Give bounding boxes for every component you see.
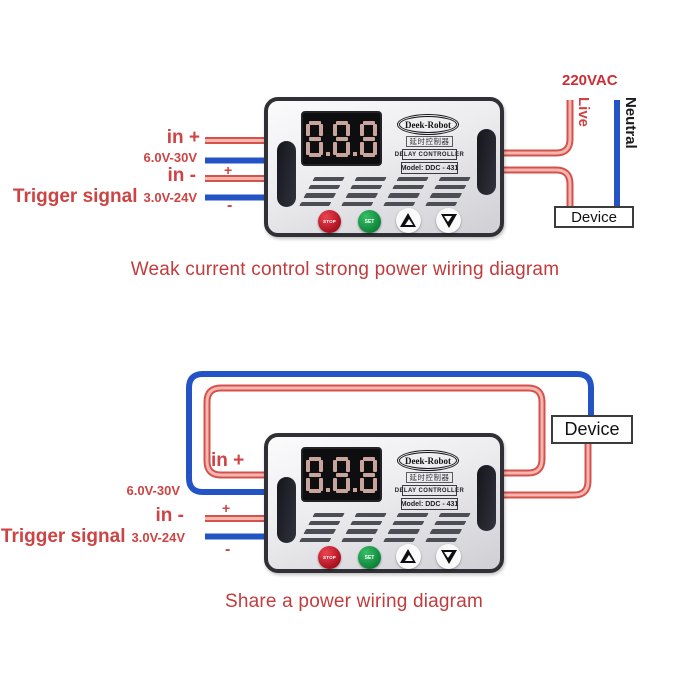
label-supply-range-bottom: 6.0V-30V [126, 483, 181, 498]
brand-chinese-label: 延时控制器 [406, 472, 453, 483]
bottom-diagram-title: Share a power wiring diagram [225, 591, 483, 612]
delay-controller-module-top: Deek-Robot 延时控制器 DELAY CONTROLLER Model:… [264, 97, 504, 237]
stop-button: STOP [318, 210, 341, 233]
terminal-cover-right [477, 129, 496, 195]
plus-mark-bottom: + [222, 500, 231, 516]
stop-button: STOP [318, 546, 341, 569]
label-neutral: Neutral [622, 97, 639, 149]
label-trigger-bottom: Trigger signal [0, 526, 126, 547]
set-button: SET [358, 210, 381, 233]
top-red-wires-core [205, 100, 572, 210]
label-in-minus-top: in - [167, 165, 197, 186]
display-value [303, 449, 380, 500]
label-trigger-row-bottom: Trigger signal 3.0V-24V [1, 526, 186, 548]
label-trigger-row-top: Trigger signal 3.0V-24V [13, 186, 198, 208]
label-trigger-range-bottom: 3.0V-24V [131, 530, 186, 545]
up-arrow-icon [396, 208, 421, 233]
up-button [396, 208, 421, 233]
label-in-plus-top: in + [166, 127, 200, 148]
up-button [396, 544, 421, 569]
top-blue-wires [205, 100, 620, 210]
delay-controller-label: DELAY CONTROLLER [395, 485, 464, 496]
vent-slats [299, 513, 471, 542]
label-trigger-range-top: 3.0V-24V [143, 190, 198, 205]
brand-logo: Deek-Robot [397, 450, 459, 471]
plus-mark-top: + [224, 162, 233, 178]
vent-slats [299, 177, 471, 206]
brand-logo: Deek-Robot [397, 114, 459, 135]
terminal-cover-right [477, 465, 496, 531]
label-supply-range-top: 6.0V-30V [143, 150, 198, 165]
led-display [301, 111, 382, 166]
led-display [301, 447, 382, 502]
bottom-red-wires-core [205, 386, 590, 520]
terminal-cover-left [277, 141, 296, 207]
live-wire [496, 100, 574, 157]
top-diagram-title: Weak current control strong power wiring… [130, 259, 560, 280]
down-arrow-icon [436, 544, 461, 569]
minus-mark-top: - [227, 197, 233, 214]
display-value [303, 113, 380, 164]
label-220vac: 220VAC [562, 72, 618, 89]
label-in-minus-bottom: in - [155, 505, 185, 526]
shared-minus-loop-wire [186, 371, 594, 495]
device-live-wire [496, 166, 574, 210]
up-arrow-icon [396, 544, 421, 569]
device-box-bottom: Device [551, 415, 633, 444]
model-label: Model: DDC - 431 [401, 498, 458, 510]
device-box-top: Device [554, 206, 634, 228]
brand-chinese-label: 延时控制器 [406, 136, 453, 147]
label-trigger-top: Trigger signal [12, 186, 138, 207]
down-button [436, 544, 461, 569]
label-live: Live [575, 97, 592, 128]
delay-controller-module-bottom: Deek-Robot 延时控制器 DELAY CONTROLLER Model:… [264, 433, 504, 573]
minus-mark-bottom: - [225, 541, 231, 558]
label-in-plus-bottom: in + [211, 450, 245, 471]
terminal-cover-left [277, 477, 296, 543]
down-arrow-icon [436, 208, 461, 233]
delay-controller-label: DELAY CONTROLLER [395, 149, 464, 160]
down-button [436, 208, 461, 233]
model-label: Model: DDC - 431 [401, 162, 458, 174]
bottom-blue-wires [186, 371, 594, 540]
set-button: SET [358, 546, 381, 569]
